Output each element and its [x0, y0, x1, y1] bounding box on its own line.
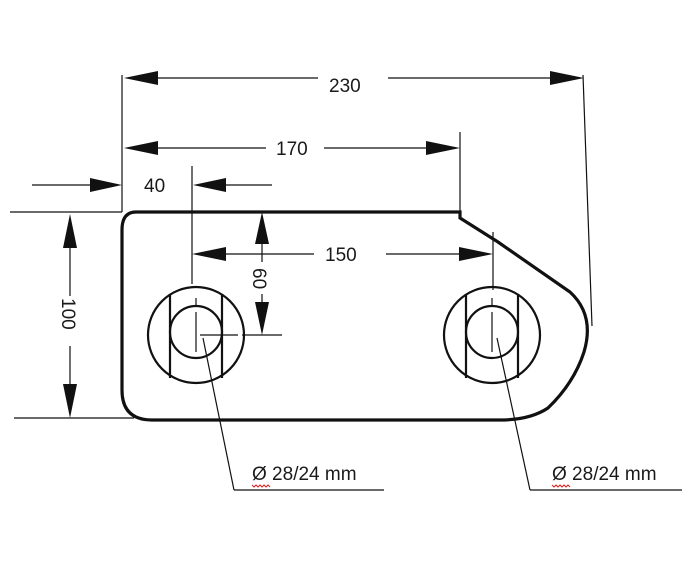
dimension-label-100: 100 — [57, 298, 78, 330]
extension-line-right-edge — [582, 74, 593, 327]
right-hole — [442, 285, 542, 385]
dimension-plate-height — [63, 214, 77, 418]
dimension-label-150: 150 — [325, 245, 357, 266]
left-hole-leader — [202, 337, 384, 491]
left-hole — [146, 285, 282, 385]
spellcheck-underline-left — [251, 484, 271, 488]
dimension-label-60: 60 — [248, 268, 269, 289]
left-hole-callout: Ø 28/24 mm — [252, 464, 357, 485]
right-hole-leader — [496, 337, 682, 491]
right-hole-callout: Ø 28/24 mm — [552, 464, 657, 485]
dimension-to-slope-start — [124, 141, 460, 155]
dimension-left-offset — [90, 178, 272, 192]
dimension-label-40: 40 — [144, 176, 165, 197]
dimension-hole-spacing — [192, 247, 493, 261]
dimension-overall-length — [124, 71, 584, 85]
spellcheck-underline-right — [551, 484, 571, 488]
dimension-label-230: 230 — [329, 76, 361, 97]
dimension-label-170: 170 — [276, 139, 308, 160]
plate-outline — [120, 210, 589, 422]
dimension-hole-height — [255, 212, 269, 335]
